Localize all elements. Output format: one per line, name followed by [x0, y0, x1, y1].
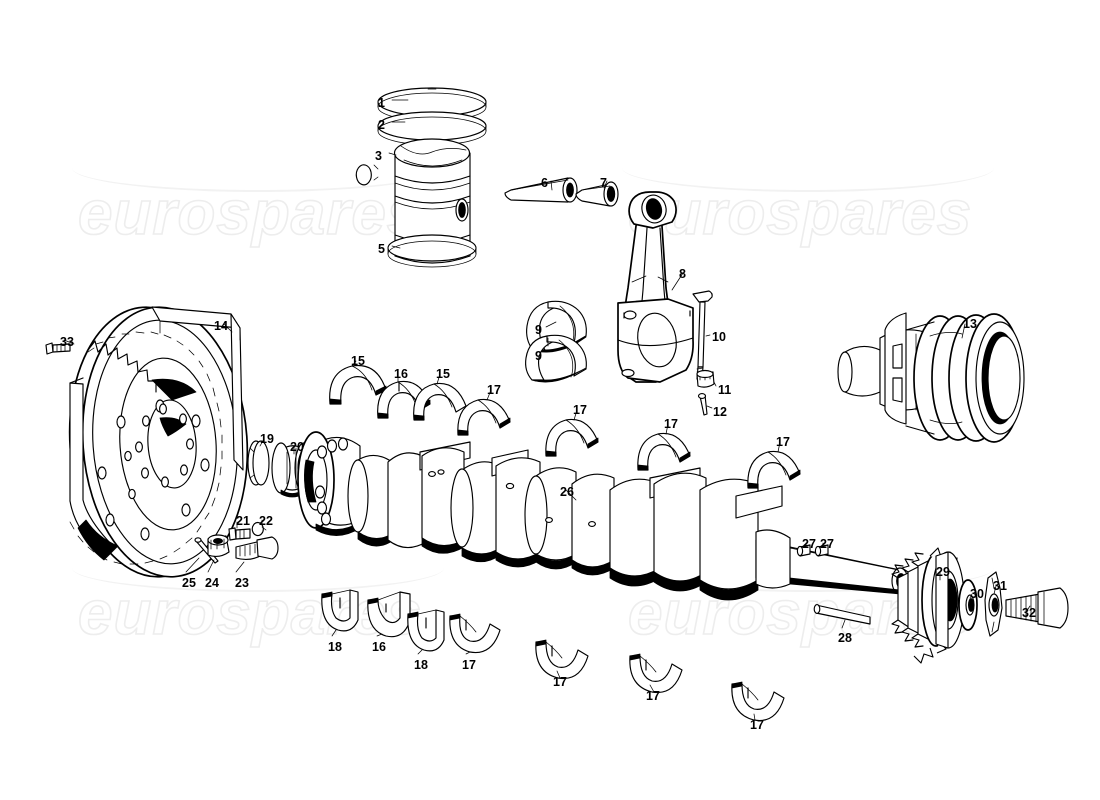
main-bearing-17d-shape [747, 450, 801, 489]
sprocket-bolt-32-shape [1005, 587, 1069, 629]
crankshaft-26-shape [297, 431, 909, 601]
callout-5: 5 [378, 242, 385, 256]
lock-washer-22-shape [251, 521, 267, 537]
callout-23: 23 [235, 576, 249, 590]
castellated-nut-24-shape [207, 534, 230, 558]
callout-32: 32 [1022, 606, 1036, 620]
callout-9b: 9 [535, 349, 542, 363]
dowel-pin-21-shape [228, 527, 251, 541]
callout-1: 1 [378, 96, 385, 110]
callout-17g: 17 [646, 689, 660, 703]
callout-10: 10 [712, 330, 726, 344]
crankshaft-pulley-13-shape [837, 312, 1025, 443]
main-bearing-18b-shape [407, 609, 445, 652]
main-bearing-17f-shape [535, 639, 589, 680]
callout-17h: 17 [750, 718, 764, 732]
washer-30-shape [958, 579, 978, 631]
woodruff-key-27a-shape [796, 544, 811, 557]
piston-pin-bush-7-shape [575, 181, 619, 207]
callout-14: 14 [214, 319, 228, 333]
callout-24: 24 [205, 576, 219, 590]
callout-21: 21 [236, 514, 250, 528]
callout-17e: 17 [462, 658, 476, 672]
callout-17f: 17 [553, 675, 567, 689]
castellated-nut-11-shape [696, 369, 715, 388]
circlip-4-shape [355, 164, 379, 186]
flywheel-bolt-23-shape [235, 536, 279, 561]
callout-15b: 15 [436, 367, 450, 381]
connecting-rod-8-shape [617, 191, 694, 383]
main-bearing-17g-shape [629, 653, 683, 694]
callout-16a: 16 [394, 367, 408, 381]
main-bearing-17b-shape [545, 418, 599, 457]
main-bearing-17a-shape [457, 398, 511, 436]
rod-bearing-9b-shape [525, 334, 587, 383]
callout-22: 22 [259, 514, 273, 528]
callout-28: 28 [838, 631, 852, 645]
timing-sprocket-29-shape [891, 547, 965, 664]
callout-20: 20 [290, 440, 304, 454]
rod-bolt-10-shape [692, 290, 713, 380]
callout-6: 6 [541, 176, 548, 190]
woodruff-key-27b-shape [814, 544, 829, 557]
piston-pin-6-shape [504, 177, 578, 203]
callout-17a: 17 [487, 383, 501, 397]
main-bearing-15a-shape [329, 364, 387, 405]
callout-3: 3 [375, 149, 382, 163]
callout-7: 7 [600, 176, 607, 190]
callout-17b: 17 [573, 403, 587, 417]
callout-33: 33 [60, 335, 74, 349]
piston-ring-5-shape [387, 234, 477, 268]
flywheel-bolt-33-shape [45, 342, 71, 355]
callout-16b: 16 [372, 640, 386, 654]
callout-8: 8 [679, 267, 686, 281]
flywheel-14-shape [68, 306, 249, 578]
main-bearing-18a-shape [321, 589, 359, 632]
main-bearing-17h-shape [731, 681, 785, 722]
callout-18b: 18 [414, 658, 428, 672]
callout-2: 2 [378, 118, 385, 132]
callout-30: 30 [970, 587, 984, 601]
callout-9a: 9 [535, 323, 542, 337]
main-bearing-17c-shape [637, 432, 691, 471]
callout-18a: 18 [328, 640, 342, 654]
callout-13: 13 [963, 317, 977, 331]
main-bearing-15b-shape [413, 382, 467, 421]
snap-ring-19-shape [247, 440, 270, 486]
callout-leader-lines [63, 99, 1031, 721]
thrust-bearing-16b-shape [367, 591, 411, 638]
callout-27b: 27 [820, 537, 834, 551]
crankshaft-key-28-shape [813, 604, 871, 625]
callout-11: 11 [718, 383, 732, 397]
callout-26: 26 [560, 485, 574, 499]
callout-29: 29 [936, 565, 950, 579]
cotter-pin-12-shape [697, 393, 708, 416]
main-bearing-17e-shape [449, 613, 501, 654]
callout-31: 31 [993, 579, 1007, 593]
callout-15a: 15 [351, 354, 365, 368]
callout-17d: 17 [776, 435, 790, 449]
callout-27a: 27 [802, 537, 816, 551]
callout-12: 12 [713, 405, 727, 419]
piston-ring-2-shape [377, 111, 487, 146]
callout-25: 25 [182, 576, 196, 590]
callout-19: 19 [260, 432, 274, 446]
piston-shape [393, 138, 471, 264]
callout-17c: 17 [664, 417, 678, 431]
